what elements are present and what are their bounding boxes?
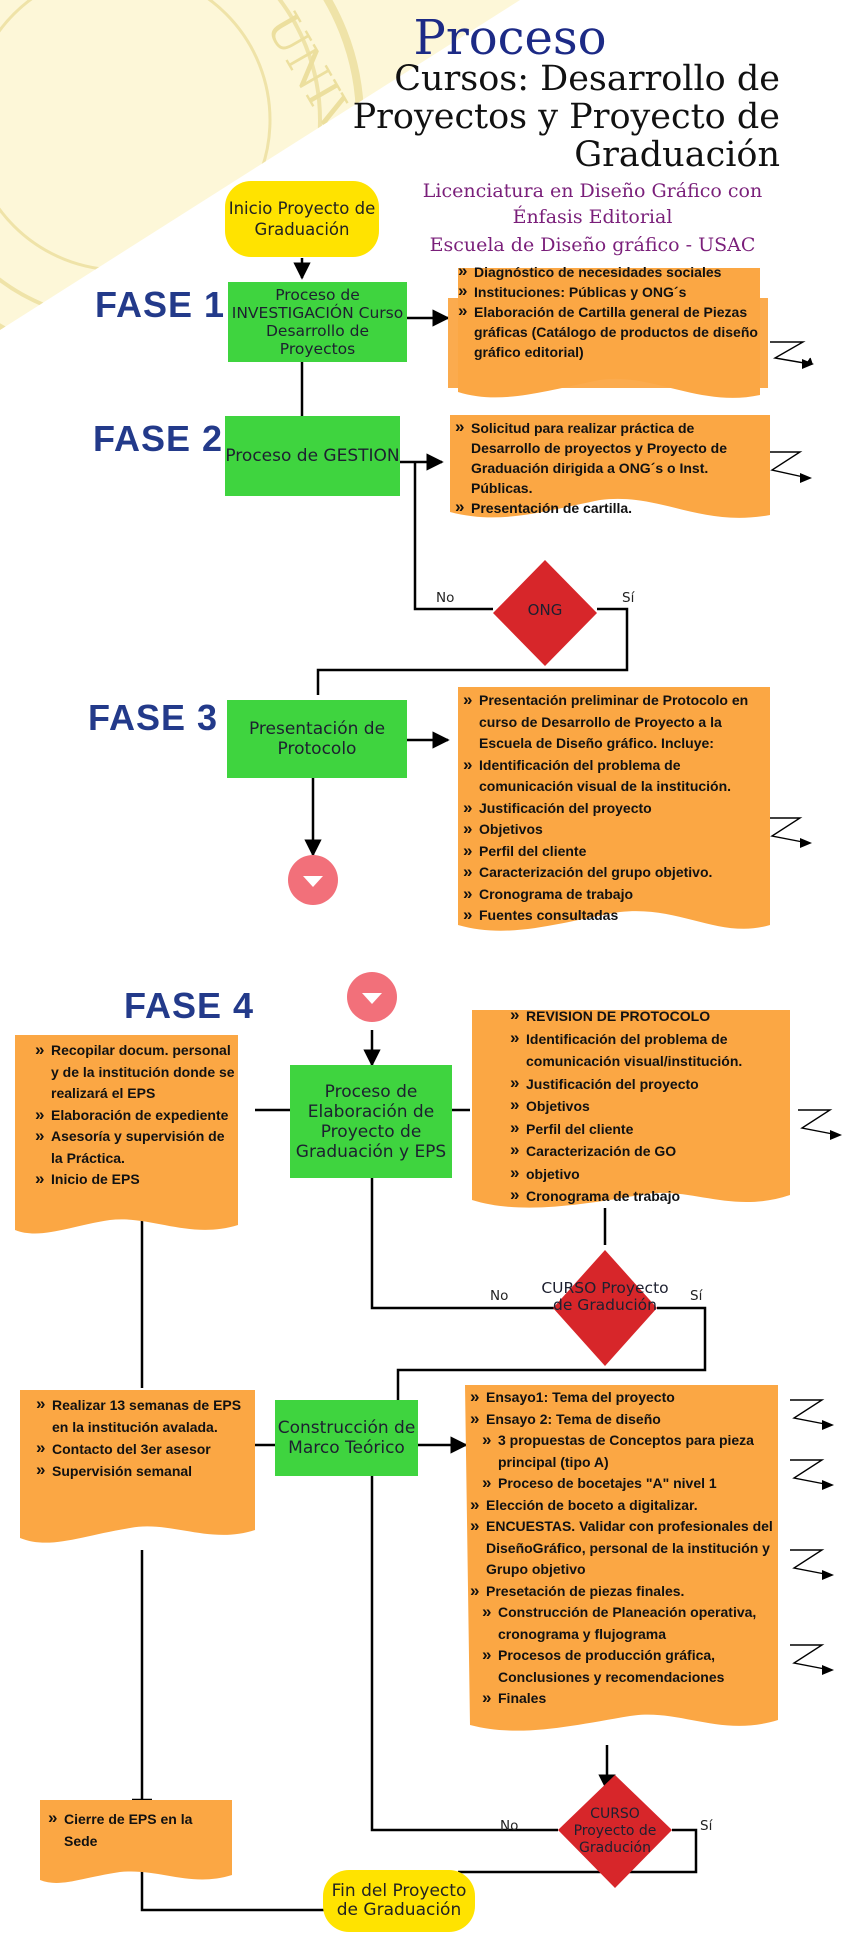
note-item: Presentación preliminar de Protocolo en … (463, 689, 768, 755)
note-item: Recopilar docum. personal y de la instit… (35, 1039, 235, 1105)
note-item: Objetivos (463, 818, 768, 841)
note-item: Cronograma de trabajo (510, 1184, 790, 1208)
notes-cierre: Cierre de EPS en la Sede (48, 1807, 228, 1852)
decision-curso1-yes: Sí (690, 1288, 703, 1304)
note-item: Supervisión semanal (36, 1459, 251, 1482)
note-item: Caracterización del grupo objetivo. (463, 861, 768, 884)
note-item: Inicio de EPS (35, 1168, 235, 1191)
note-item: Elección de boceto a digitalizar. (470, 1494, 775, 1517)
process-protocolo: Presentación de Protocolo (227, 700, 407, 778)
phase-1-label: FASE 1 (95, 284, 226, 325)
note-item: Construcción de Planeación operativa, cr… (482, 1601, 775, 1645)
process-investigacion: Proceso de INVESTIGACIÓN Curso Desarroll… (228, 282, 407, 362)
main-title: Proceso (413, 10, 607, 66)
note-item: Instituciones: Públicas y ONG´s (458, 281, 763, 302)
note-item: Finales (482, 1687, 775, 1710)
decision-curso1-no: No (490, 1288, 509, 1304)
note-item: 3 propuestas de Conceptos para pieza pri… (482, 1429, 775, 1473)
note-item: Elaboración de Cartilla general de Pieza… (458, 301, 763, 362)
note-item: Ensayo1: Tema del proyecto (470, 1386, 775, 1409)
notes-marco-teorico: Ensayo1: Tema del proyecto Ensayo 2: Tem… (470, 1386, 775, 1710)
note-item: Contacto del 3er asesor (36, 1437, 251, 1460)
decision-curso1-label: CURSO Proyecto de Gradución (541, 1279, 669, 1314)
note-item: Cronograma de trabajo (463, 883, 768, 906)
note-item: Cierre de EPS en la Sede (48, 1807, 228, 1852)
note-item: Solicitud para realizar práctica de Desa… (455, 417, 765, 498)
note-item: Fuentes consultadas (463, 904, 768, 927)
note-item: Justificación del proyecto (463, 797, 768, 820)
decision-curso2-label: CURSO Proyecto de Gradución (573, 1806, 657, 1856)
decision-ong-label: ONG (527, 601, 563, 619)
note-item: Objetivos (510, 1094, 790, 1118)
notes-fase4-right: REVISION DE PROTOCOLO Identificación del… (510, 1004, 790, 1208)
note-item: REVISION DE PROTOCOLO (510, 1004, 790, 1028)
phase-2-label: FASE 2 (93, 418, 224, 459)
phase-4-label: FASE 4 (124, 985, 255, 1026)
program-name: Licenciatura en Diseño Gráfico con Énfas… (422, 180, 763, 228)
note-item: ENCUESTAS. Validar con profesionales del… (470, 1515, 775, 1581)
notes-fase2: Solicitud para realizar práctica de Desa… (455, 417, 765, 518)
notes-eps: Realizar 13 semanas de EPS en la institu… (36, 1393, 251, 1482)
end-terminal: Fin del Proyecto de Graduación (323, 1870, 475, 1932)
note-item: Realizar 13 semanas de EPS en la institu… (36, 1393, 251, 1438)
process-gestion: Proceso de GESTION (225, 416, 400, 496)
note-item: Justificación del proyecto (510, 1072, 790, 1096)
decision-ong-shape (493, 560, 597, 666)
start-terminal: Inicio Proyecto de Graduación (225, 181, 379, 257)
note-item: Procesos de producción gráfica, Conclusi… (482, 1644, 775, 1688)
process-elaboracion: Proceso de Elaboración de Proyecto de Gr… (290, 1065, 452, 1178)
notes-fase4-left: Recopilar docum. personal y de la instit… (35, 1039, 235, 1191)
note-item: Perfil del cliente (463, 840, 768, 863)
decision-curso1-shape (553, 1250, 657, 1366)
note-item: Presentación de cartilla. (455, 497, 765, 518)
note-item: Presetación de piezas finales. (470, 1580, 775, 1603)
decision-ong-yes: Sí (622, 590, 635, 606)
decision-curso2-yes: Sí (700, 1818, 713, 1834)
note-item: Caracterización de GO (510, 1139, 790, 1163)
note-item: Ensayo 2: Tema de diseño (470, 1408, 775, 1431)
note-item: Identificación del problema de comunicac… (510, 1027, 790, 1073)
note-item: Perfil del cliente (510, 1117, 790, 1141)
notes-fase3: Presentación preliminar de Protocolo en … (463, 689, 768, 927)
subtitle: Cursos: Desarrollo de Proyectos y Proyec… (352, 59, 780, 175)
decision-curso2-no: No (500, 1818, 519, 1834)
note-item: Identificación del problema de comunicac… (463, 754, 768, 798)
note-item: objetivo (510, 1162, 790, 1186)
notes-fase1: Diagnóstico de necesidades sociales Inst… (458, 261, 763, 362)
note-item: Elaboración de expediente (35, 1104, 235, 1127)
decision-curso2-shape (558, 1775, 672, 1888)
note-item: Diagnóstico de necesidades sociales (458, 261, 763, 282)
decision-ong-no: No (436, 590, 455, 606)
note-item: Asesoría y supervisión de la Práctica. (35, 1125, 235, 1169)
school-name: Escuela de Diseño gráfico - USAC (429, 234, 756, 256)
process-marco-teorico: Construcción de Marco Teórico (275, 1400, 418, 1476)
note-item: Proceso de bocetajes "A" nivel 1 (482, 1472, 775, 1495)
phase-3-label: FASE 3 (88, 697, 219, 738)
university-seal-watermark: UNIVERSIDAD (0, 0, 520, 330)
